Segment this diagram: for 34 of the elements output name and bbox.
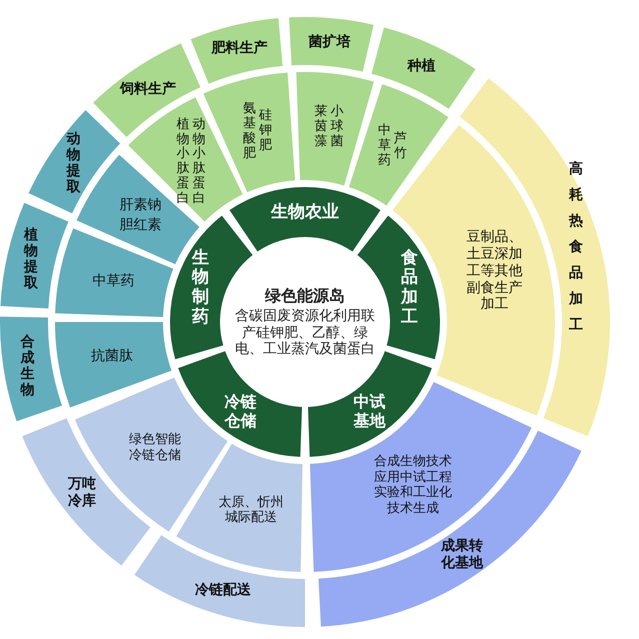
segment-label: 合成生物技术应用中试工程实验和工业化技术生成 bbox=[373, 454, 454, 517]
segment-label: 豆制品、土豆深加工等其他副食生产加工 bbox=[465, 229, 524, 314]
segment-label: 生物制药 bbox=[192, 248, 209, 328]
segment-label: 中草药 bbox=[92, 272, 134, 290]
segment-label: 生物农业 bbox=[271, 202, 339, 222]
segment-label: 合成生物 bbox=[20, 334, 34, 398]
segment-label: 冷链配送 bbox=[194, 582, 251, 600]
segment-label: 芦竹 bbox=[394, 132, 407, 162]
segment-label: 冷链仓储 bbox=[223, 392, 258, 430]
segment-label: 抗菌肽 bbox=[90, 348, 133, 364]
segment-label: 动物小肽蛋白 bbox=[192, 118, 206, 208]
segment-label: 万吨冷库 bbox=[66, 476, 98, 510]
segment-label: 植物提取 bbox=[24, 226, 38, 291]
segment-label: 莱茵藻 bbox=[314, 105, 328, 150]
segment-label: 饲料生产 bbox=[120, 80, 176, 98]
segment-label: 肥料生产 bbox=[211, 40, 268, 58]
segment-label: 高耗热食品加工 bbox=[568, 160, 583, 336]
center-title: 绿色能源岛 bbox=[265, 286, 345, 305]
segment-label: 种植 bbox=[408, 58, 436, 75]
segment-label: 动物提取 bbox=[66, 130, 80, 196]
segment-label: 太原、忻州城际配送 bbox=[217, 494, 284, 526]
segment-label: 肝素钠 bbox=[120, 196, 162, 214]
segment-label: 中草药 bbox=[378, 124, 391, 169]
segment-label: 硅钾肥 bbox=[259, 109, 272, 154]
center-text: 含碳固废资源化利用联产硅钾肥、乙醇、绿电、工业蒸汽及菌蛋白 bbox=[235, 308, 375, 358]
segment-label: 氨基酸肥 bbox=[243, 102, 256, 162]
segment-label: 食品加工 bbox=[401, 248, 418, 328]
segment-label: 胆红素 bbox=[120, 216, 162, 234]
segment-label: 植物小肽蛋白 bbox=[176, 118, 190, 208]
segment-label: 菌扩培 bbox=[308, 34, 350, 50]
segment-label: 成果转化基地 bbox=[440, 538, 484, 572]
segment-label: 绿色智能冷链仓储 bbox=[128, 432, 182, 464]
segment-label: 中试基地 bbox=[352, 392, 387, 430]
segment-label: 小球菌 bbox=[330, 105, 344, 150]
